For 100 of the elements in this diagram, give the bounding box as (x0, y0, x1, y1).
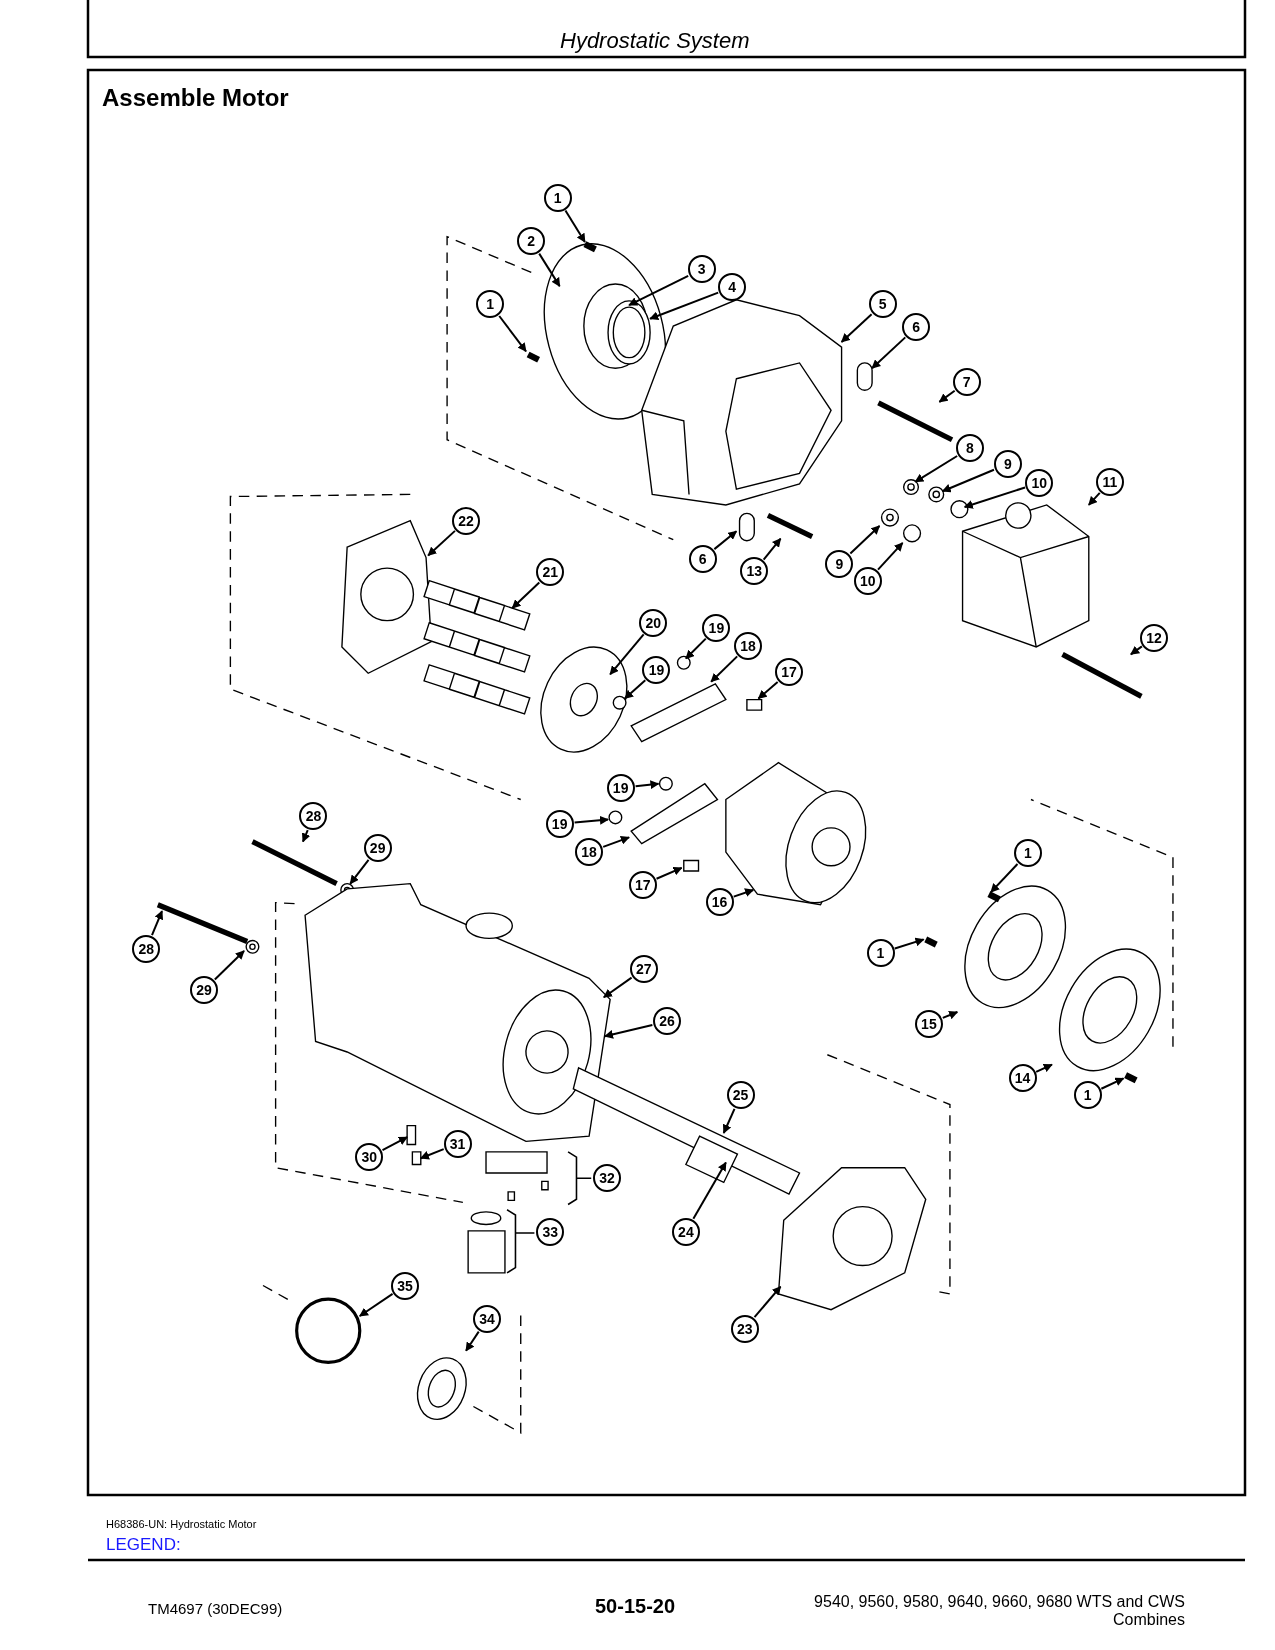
leader-line (1035, 1063, 1053, 1073)
port-plate (964, 885, 1067, 1009)
callout-number: 15 (914, 1009, 943, 1038)
snap-ring (295, 1297, 362, 1364)
callout-number: 35 (391, 1271, 419, 1300)
leader-line (465, 1330, 480, 1352)
leader-line (840, 313, 873, 343)
callout-number: 30 (355, 1143, 384, 1172)
leader-line (655, 866, 683, 880)
leader-line (511, 581, 541, 610)
callout-number: 18 (733, 631, 762, 660)
leader-line (498, 315, 527, 353)
callout-number: 14 (1008, 1064, 1037, 1093)
callout-number: 4 (718, 273, 747, 302)
callout-number: 7 (952, 367, 981, 396)
page-number: 50-15-20 (595, 1595, 676, 1618)
callout-number: 6 (688, 544, 717, 573)
roller (676, 655, 691, 670)
callout-number: 9 (825, 549, 854, 578)
piston-set (423, 579, 531, 715)
callout-number: 25 (726, 1081, 755, 1110)
callout-number: 3 (687, 255, 716, 284)
o-ring (950, 500, 969, 519)
callout-number: 17 (775, 658, 803, 687)
leader-line (419, 1148, 445, 1160)
callout-number: 20 (639, 608, 668, 637)
leader-line (381, 1136, 409, 1152)
leader-line (564, 209, 586, 243)
callout-number: 1 (476, 290, 505, 318)
callout-number: 10 (853, 566, 882, 595)
callout-number: 19 (545, 809, 574, 838)
bracket-plate (856, 362, 873, 391)
callout-number: 5 (868, 290, 897, 318)
roller (608, 810, 623, 825)
leader-line (989, 863, 1019, 894)
callout-number: 29 (190, 975, 219, 1004)
callout-number: 1 (543, 183, 572, 212)
callout-number: 1 (1013, 839, 1042, 868)
leader-line (623, 679, 647, 700)
leader-line (757, 681, 779, 700)
cylinder-block (725, 761, 867, 906)
washer (245, 939, 260, 954)
collar (684, 1135, 739, 1184)
leader-line (710, 655, 739, 683)
callout-number: 29 (363, 833, 392, 862)
retainer-bar (630, 782, 719, 845)
leader-line (609, 633, 645, 676)
bolt (877, 400, 954, 443)
leader-line (213, 950, 246, 981)
leader-line (849, 525, 881, 555)
leader-line (349, 858, 370, 885)
callout-number: 32 (593, 1164, 621, 1193)
leader-line (941, 468, 995, 493)
model-list: 9540, 9560, 9580, 9640, 9660, 9680 WTS and CWS Combines (790, 1593, 1185, 1630)
leader-line (963, 486, 1027, 509)
leader-line (151, 910, 164, 937)
dowel-pin (583, 241, 597, 253)
bolt (251, 839, 338, 886)
bracket-plate (738, 512, 755, 542)
leader-line (1129, 645, 1143, 656)
dowel-pin (526, 351, 541, 363)
dowel-pin (987, 891, 1001, 903)
retainer-bar (630, 682, 727, 743)
seal (416, 1357, 467, 1420)
leader-line (938, 389, 956, 403)
leader-line (684, 637, 707, 660)
callout-number: 24 (671, 1217, 700, 1246)
callout-number: 19 (702, 614, 731, 643)
callout-number: 28 (299, 802, 328, 831)
section-header: Hydrostatic System (560, 28, 750, 54)
bolt (1061, 652, 1143, 699)
dowel-pin (1124, 1072, 1138, 1084)
dowel-pin (924, 936, 938, 948)
leader-line (1087, 491, 1101, 506)
leader-line (427, 529, 456, 557)
callout-number: 10 (1025, 468, 1054, 497)
callout-number: 28 (132, 934, 161, 963)
roller (658, 776, 673, 791)
leader-line (628, 274, 690, 307)
leader-line (941, 1010, 959, 1020)
leader-line (762, 537, 782, 561)
screw (683, 859, 700, 872)
callout-number: 31 (443, 1129, 472, 1158)
callout-number: 13 (740, 557, 769, 586)
dowel-pin (406, 1124, 417, 1146)
callout-number: 27 (629, 954, 658, 983)
bolt (766, 513, 814, 539)
end-housing (641, 299, 843, 506)
leader-line (538, 252, 561, 288)
leader-line (602, 976, 633, 999)
callout-number: 2 (517, 226, 546, 255)
manual-reference: TM4697 (30DEC99) (148, 1600, 283, 1618)
leader-line (692, 1161, 727, 1220)
screw (411, 1151, 422, 1166)
leader-line (301, 829, 311, 843)
leader-line (358, 1292, 394, 1318)
callout-number: 12 (1140, 623, 1168, 652)
callout-number: 19 (606, 773, 635, 802)
bolt (156, 902, 249, 944)
leader-line (732, 888, 755, 898)
